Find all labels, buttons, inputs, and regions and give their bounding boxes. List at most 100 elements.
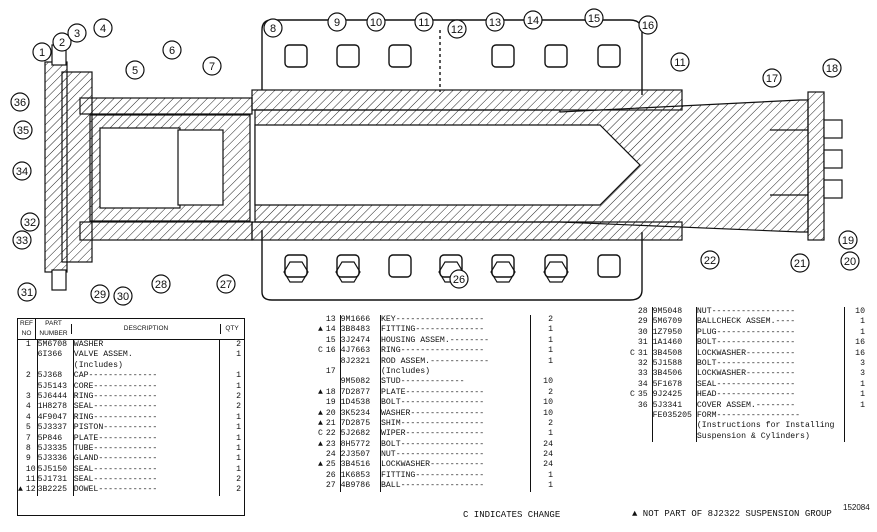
row-part-number: 5J3341: [651, 400, 696, 411]
row-qty: 3: [844, 358, 868, 370]
callout-number: 1: [39, 47, 45, 59]
row-ref-no: 4: [25, 402, 31, 412]
row-qty: [844, 410, 868, 422]
callout-balloon: [151, 274, 171, 294]
row-ref-no: 25: [325, 460, 336, 470]
row-description: SEAL-------------: [72, 402, 219, 413]
piston-block: [89, 114, 251, 222]
callout-number: 14: [527, 15, 539, 27]
row-ref-no: 12: [25, 485, 36, 495]
row-qty: 16: [844, 338, 868, 349]
row-description: BOLT----------------: [695, 338, 844, 349]
row-description: RING-------------: [72, 412, 219, 424]
row-mark: [318, 357, 326, 367]
callout-number: 30: [117, 291, 129, 303]
cylinder-tube: [79, 89, 683, 241]
cylinder-head: [44, 44, 93, 291]
callout-number: 3: [74, 28, 80, 40]
row-mark: ▲: [318, 460, 323, 470]
row-part-number: 5P846: [36, 433, 73, 444]
row-description: CORE-------------: [72, 381, 219, 392]
row-ref-no: [326, 357, 340, 367]
row-mark: [630, 369, 638, 379]
row-mark: ▲: [318, 325, 323, 335]
header-part-number: PART NUMBER: [35, 318, 71, 340]
row-mark: [318, 315, 326, 325]
row-mark: [318, 481, 326, 491]
row-qty: 1: [530, 481, 556, 492]
row-description: PLATE----------------: [379, 387, 530, 399]
figure-number: 152084: [843, 503, 870, 512]
callout-balloon: [90, 284, 110, 304]
row-part-number: 4F9047: [36, 412, 73, 424]
row-ref-no: 26: [325, 470, 336, 480]
row-description: PLUG----------------: [695, 327, 844, 339]
row-qty: 24: [530, 450, 556, 461]
row-description: FORM-----------------: [695, 410, 844, 422]
row-qty: 10: [530, 377, 556, 388]
row-part-number: 3B4506: [651, 369, 696, 380]
row-qty: 1: [530, 346, 556, 357]
callout-number: 11: [418, 17, 429, 29]
callout-number: 36: [14, 97, 26, 109]
callout-number: 4: [100, 23, 106, 35]
row-mark: [18, 350, 26, 360]
row-qty: 10: [530, 398, 556, 409]
callout-number: 2: [59, 37, 65, 49]
row-description: KEY------------------: [379, 315, 530, 326]
row-part-number: 5J2682: [339, 429, 380, 440]
row-qty: 1: [844, 390, 868, 401]
row-mark: [18, 413, 26, 423]
row-part-number: 3B8483: [339, 325, 380, 336]
row-ref-no: 28: [637, 307, 648, 316]
row-part-number: 7D2877: [339, 387, 380, 399]
row-mark: [630, 317, 638, 327]
callout-number: 26: [453, 274, 465, 286]
row-description: HEAD----------------: [695, 390, 844, 401]
row-description: COVER ASSEM.--------: [695, 400, 844, 411]
row-ref-no: 24: [325, 450, 336, 460]
row-part-number: 5F1678: [651, 379, 696, 391]
callout-balloon: [162, 40, 182, 60]
row-qty: 1: [218, 381, 245, 392]
row-ref-no: 31: [637, 338, 648, 348]
row-description: NUT-----------------: [695, 307, 844, 318]
callout-number: 13: [489, 17, 501, 29]
row-mark: [18, 382, 26, 392]
row-qty: 2: [218, 402, 245, 413]
row-part-number: 5M6709: [651, 317, 696, 328]
row-mark: ▲: [318, 387, 323, 397]
row-part-number: 1K6853: [339, 470, 380, 482]
callout-number: 17: [766, 73, 778, 85]
row-qty: [844, 421, 868, 432]
row-qty: 10: [844, 307, 868, 318]
callout-number: 9: [334, 17, 340, 29]
row-part-number: 5M6708: [36, 340, 73, 351]
header-ref-no: REF NO: [20, 319, 33, 337]
row-ref-no: 3: [25, 391, 31, 401]
row-ref-no: 35: [637, 390, 648, 400]
row-description: FITTING--------------: [379, 470, 530, 482]
row-ref-no: 27: [325, 481, 336, 491]
row-mark: [630, 401, 638, 411]
row-part-number: 6I366: [36, 350, 73, 361]
change-legend: C INDICATES CHANGE: [463, 510, 561, 520]
callout-number: 19: [842, 235, 854, 247]
row-part-number: 9M1666: [339, 315, 380, 326]
callout-balloon: [12, 161, 32, 181]
callout-number: 21: [794, 258, 806, 270]
row-part-number: 5J1731: [36, 475, 73, 486]
row-description: LOCKWASHER----------: [695, 369, 844, 380]
row-part-number: 5J3336: [36, 454, 73, 465]
row-part-number: 7D2875: [339, 418, 380, 430]
row-mark: C: [630, 348, 635, 358]
